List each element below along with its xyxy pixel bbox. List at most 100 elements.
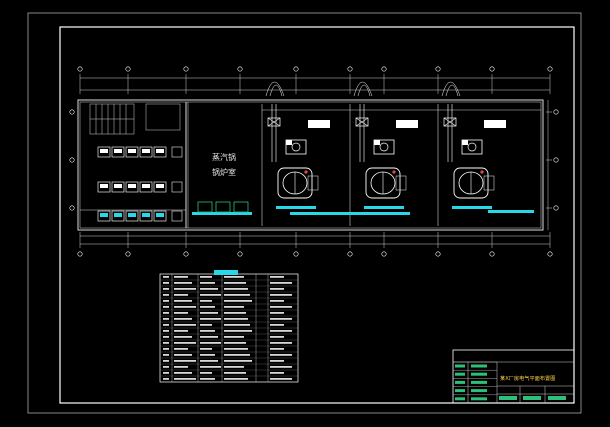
valve-cross — [355, 117, 369, 127]
table-cell-text — [174, 348, 188, 350]
table-cell-text — [270, 342, 292, 344]
table-cell-text — [200, 318, 221, 320]
axis-bubble — [69, 157, 75, 163]
axis-bubble — [347, 66, 353, 72]
boiler-cable-tray — [364, 206, 404, 209]
table-cell-text — [163, 372, 169, 374]
boiler-drum — [365, 167, 401, 199]
flue-arc — [357, 84, 371, 97]
inner-sheet-border — [59, 26, 575, 404]
cable-trays — [192, 210, 534, 215]
burner-box — [373, 139, 395, 155]
table-cell-text — [270, 318, 292, 320]
stair-block — [89, 103, 181, 135]
status-lamp — [304, 170, 308, 174]
top-dimension-lines — [79, 74, 551, 94]
table-cell-text — [270, 366, 292, 368]
table-cell-text — [174, 342, 196, 344]
axis-bubble — [125, 66, 131, 72]
table-cell-text — [163, 354, 169, 356]
floor-equipment-green — [197, 201, 249, 213]
burner-box — [461, 139, 483, 155]
boiler-drum — [277, 167, 313, 199]
table-cell-text — [163, 336, 169, 338]
burner-mark — [462, 140, 468, 145]
table-cell-text — [224, 378, 248, 380]
table-cell-text — [174, 312, 188, 314]
table-cell-text — [174, 294, 188, 296]
boiler-cable-tray — [452, 206, 492, 209]
flue-arc — [445, 84, 459, 97]
burner-mark — [286, 140, 292, 145]
axis-bubble — [77, 251, 83, 257]
axis-bubble — [183, 251, 189, 257]
table-cell-text — [163, 348, 169, 350]
table-cell-text — [270, 312, 284, 314]
table-cell-text — [163, 294, 169, 296]
bottom-dimension-lines — [79, 232, 551, 248]
table-cell-text — [163, 276, 169, 278]
table-cell-text — [174, 324, 196, 326]
table-cell-text — [163, 318, 169, 320]
cabinet-panel — [142, 184, 150, 188]
switchgear-cabinet — [125, 210, 139, 222]
axis-bubble — [237, 66, 243, 72]
switchgear-cabinet — [171, 181, 183, 193]
table-cell-text — [270, 294, 292, 296]
table-cell-text — [163, 330, 169, 332]
axis-bubble — [293, 251, 299, 257]
title-block-role-mark — [455, 389, 465, 393]
title-block-name-mark — [471, 397, 487, 401]
table-cell-text — [224, 324, 250, 326]
switchgear-cabinet — [111, 146, 125, 158]
table-cell-text — [200, 288, 218, 290]
table-cell-text — [163, 312, 169, 314]
valve-cross — [267, 117, 281, 127]
table-cell-text — [163, 366, 169, 368]
table-cell-text — [224, 300, 252, 302]
status-lamp — [392, 170, 396, 174]
axis-bubble — [125, 251, 131, 257]
table-cell-text — [163, 378, 169, 380]
table-cell-text — [174, 336, 192, 338]
cabinet-panel — [100, 213, 108, 217]
table-cell-text — [224, 336, 244, 338]
title-block-name-mark — [471, 364, 487, 368]
table-cell-text — [200, 276, 212, 278]
cabinet-panel — [114, 184, 122, 188]
cabinet-panel — [142, 213, 150, 217]
table-cell-text — [224, 282, 246, 284]
axis-bubble — [347, 251, 353, 257]
table-cell-text — [270, 282, 292, 284]
axis-bubble — [77, 66, 83, 72]
axis-bubble — [381, 251, 387, 257]
table-cell-text — [163, 342, 169, 344]
cabinet-panel — [142, 149, 150, 153]
axis-bubble — [553, 157, 559, 163]
table-cell-text — [200, 294, 221, 296]
table-cell-text — [224, 342, 246, 344]
valve — [355, 117, 369, 127]
control-panel — [484, 120, 506, 128]
cabinet-panel — [156, 184, 164, 188]
switchgear-cabinet — [111, 181, 125, 193]
axis-bubble — [553, 205, 559, 211]
table-cell-text — [163, 282, 169, 284]
table-cell-text — [200, 342, 221, 344]
table-cell-text — [224, 318, 248, 320]
table-cell-text — [200, 300, 212, 302]
table-cell-text — [163, 288, 169, 290]
table-cell-text — [163, 300, 169, 302]
table-cell-text — [270, 300, 284, 302]
cabinet-panel — [128, 213, 136, 217]
table-cell-text — [224, 348, 248, 350]
table-cell-text — [174, 282, 192, 284]
table-cell-text — [270, 276, 284, 278]
table-cell-text — [174, 366, 188, 368]
table-cell-text — [224, 288, 248, 290]
table-cell-text — [270, 324, 284, 326]
flue-arc — [441, 81, 461, 97]
table-cell-text — [200, 336, 218, 338]
table-cell-text — [200, 282, 215, 284]
